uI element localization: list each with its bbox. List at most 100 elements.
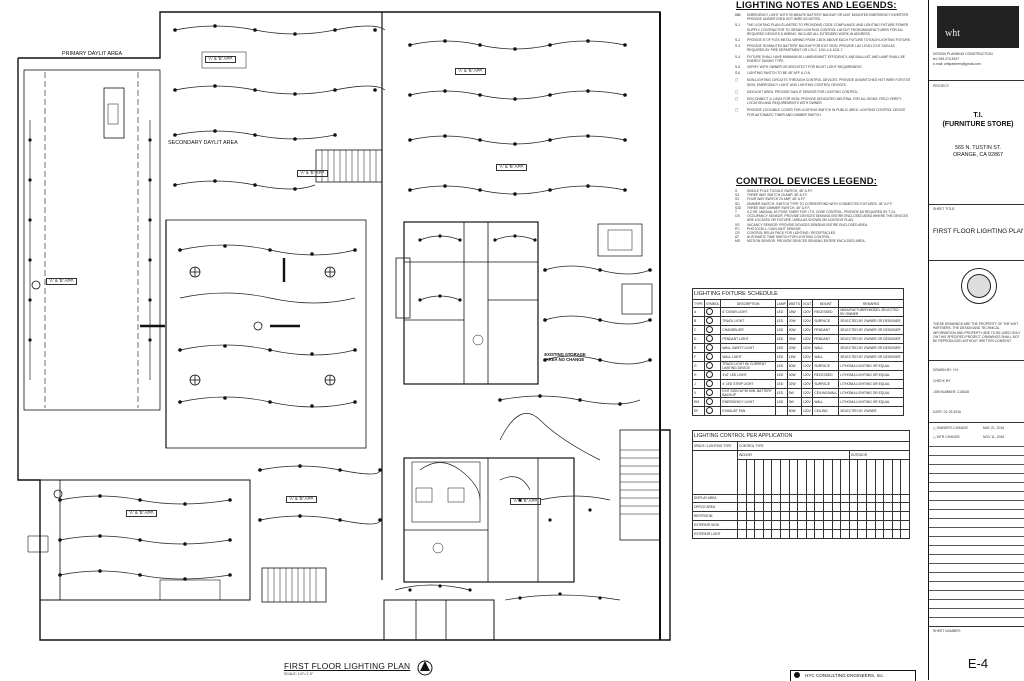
firm-phone: tel: 949.274.4947 (933, 57, 960, 61)
fixture-symbol-icon (703, 406, 722, 417)
primary-daylit-label: PRIMARY DAYLIT AREA (62, 51, 123, 57)
job-number: JOB NUMBER: C16028 (933, 390, 969, 394)
project-address-2: ORANGE, CA 92867 (952, 152, 1004, 158)
control-devices-heading: CONTROL DEVICES LEGEND: (736, 176, 878, 187)
table-row: EXTERIOR LIGHT (692, 528, 910, 539)
control-table-title: LIGHTING CONTROL PER APPLICATION (692, 430, 910, 442)
project-name: T.I. (973, 112, 983, 119)
list-item: ▢DISCONNECT & J-BOX FOR SIGN. PROVIDE DE… (735, 97, 902, 106)
project-label: PROJECT: (933, 84, 950, 88)
outdoor-header: OUTDOOR (848, 449, 911, 460)
revision-row: △ WTR CHANGE NOV 11, 2016 (933, 435, 1005, 439)
existing-storage-label: EXISTING STORAGE AREA NO CHANGE (544, 352, 586, 362)
control-type-header: CONTROL TYPE (737, 441, 910, 451)
fixture-tag: 'A' & 'B' APP. (205, 56, 236, 63)
issue-date: DATE: 02-29-2016 (933, 410, 962, 414)
firm-logo-text: wht (945, 28, 960, 39)
fixture-symbol-icon (703, 343, 722, 354)
firm-email: e-mail: whtpartners@gmail.com (933, 62, 981, 66)
revision-2-icon: △ (933, 435, 936, 439)
firm-logo: wht (937, 6, 1019, 48)
sheet-title: FIRST FLOOR LIGHTING PLAN (933, 228, 1023, 235)
drawn-by: DRAWN BY: Y.H. (933, 368, 959, 372)
indoor-header: INDOOR (737, 449, 850, 460)
fixture-symbol-icon (703, 334, 722, 345)
sheet-number: E-4 (967, 656, 989, 671)
table-row: DISPLAY AREA (692, 493, 910, 504)
fixture-symbol-icon (703, 361, 722, 372)
title-block: wht DESIGN PLANNING CONSTRUCTION tel: 94… (928, 0, 1024, 680)
floor-plan-drawing (17, 11, 671, 676)
fixture-tag: 'A' & 'B' APP. (297, 170, 328, 177)
table-header-row: TYPE SYMBOL DESCRIPTION LAMP WATTS VOLT … (692, 298, 904, 309)
lighting-notes-heading: LIGHTING NOTES AND LEGENDS: (736, 0, 897, 11)
control-per-application-table: LIGHTING CONTROL PER APPLICATION SPACE /… (692, 430, 911, 539)
sheet-title-label: SHEET TITLE: (933, 207, 956, 211)
fixture-tag: 'A' & 'B' APP. (46, 278, 77, 285)
engineer-logo-icon (794, 672, 800, 678)
fixture-symbol-icon (703, 370, 722, 381)
ownership-disclaimer: THESE DRAWINGS ARE THE PROPERTY OF THE W… (933, 322, 1021, 344)
engineer-name: HYC CONSULTING ENGINEERS, Inc. (805, 673, 885, 678)
fixture-symbol-icon (703, 325, 722, 336)
north-arrow-icon (417, 660, 433, 676)
space-header: SPACE / LIGHTING TYPE (692, 441, 738, 451)
plan-scale: SCALE: 1/4"=1'-0" (284, 672, 314, 676)
fixture-symbol-icon (703, 388, 722, 399)
firm-tagline: DESIGN PLANNING CONSTRUCTION (933, 52, 993, 56)
plan-title: FIRST FLOOR LIGHTING PLAN (284, 661, 411, 671)
fixture-symbol-icon (703, 397, 722, 408)
fixture-symbol-icon (703, 352, 722, 363)
fixture-symbol-icon (703, 316, 722, 327)
revision-1-icon: △ (933, 426, 936, 430)
sheet-number-label: SHEET NUMBER: (933, 629, 961, 633)
fixture-symbol-icon (703, 307, 722, 318)
check-by: CHECK BY: (933, 379, 952, 383)
fixture-tag: 'A' & 'B' APP. (510, 498, 541, 505)
table-row: EXTERIOR SIGN (692, 519, 910, 530)
fixture-schedule-table: LIGHTING FIXTURE SCHEDULE TYPE SYMBOL DE… (692, 288, 904, 417)
fixture-tag: 'A' & 'B' APP. (126, 510, 157, 517)
fixture-tag: 'A' & 'B' APP. (286, 496, 317, 503)
fixture-schedule-title: LIGHTING FIXTURE SCHEDULE (692, 288, 904, 300)
project-subtitle: (FURNITURE STORE) (942, 121, 1014, 128)
engineer-seal-icon (961, 268, 997, 304)
list-item: ▢PROVIDE LOCKABLE COVER FOR LIGHTING SWI… (735, 108, 906, 117)
fixture-tag: 'A' & 'B' APP. (496, 164, 527, 171)
list-item: ▢NON-LIGHTING CIRCUITS THROUGH CONTROL D… (735, 78, 911, 87)
secondary-daylit-label: SECONDARY DAYLIT AREA (168, 140, 238, 146)
table-row: OFFICE AREA (692, 502, 910, 513)
fixture-tag: 'A' & 'B' APP. (455, 68, 486, 75)
